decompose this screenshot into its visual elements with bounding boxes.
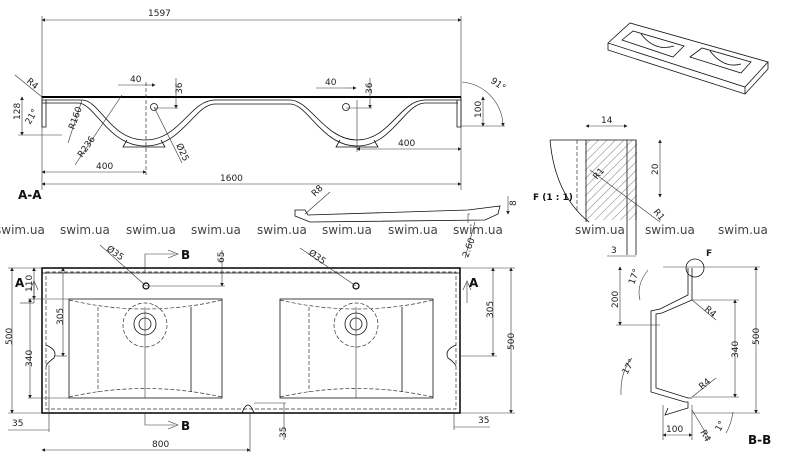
dim-r1-b: R1 [651, 208, 666, 224]
dim-500-right: 500 [507, 333, 517, 350]
dim-500-left: 500 [5, 328, 15, 345]
section-aa-label: A-A [18, 188, 42, 202]
dim-r8: R8 [310, 183, 326, 199]
dim-65: 65 [217, 252, 227, 263]
dim-1597: 1597 [148, 9, 171, 19]
edge-profile: R8 8 2.60 [294, 183, 519, 260]
left-basin [68, 282, 223, 399]
dim-340: 340 [25, 350, 35, 367]
dim-36-right: 36 [365, 82, 375, 94]
dim-1600: 1600 [220, 174, 243, 184]
section-b-marker-bottom: B [181, 419, 190, 433]
dim-20: 20 [651, 163, 661, 175]
watermark: swim.ua [322, 223, 372, 237]
dim-8: 8 [509, 200, 519, 206]
right-basin [279, 282, 434, 399]
watermark: swim.ua [718, 223, 768, 237]
dim-14: 14 [601, 116, 613, 126]
section-b-marker-top: B [181, 248, 190, 262]
watermark: swim.ua [257, 223, 307, 237]
watermark: swim.ua [453, 223, 503, 237]
watermark: swim.ua [388, 223, 438, 237]
section-bb-label: B-B [748, 433, 771, 447]
dim-500-bb: 500 [752, 328, 762, 345]
dim-angle-17-top: 17° [627, 268, 642, 286]
dim-305-left: 305 [56, 308, 66, 325]
dim-r4-mid: R4 [698, 377, 714, 393]
dim-r4-bottom: R4 [697, 429, 712, 445]
watermark: swim.ua [60, 223, 110, 237]
dim-angle-21: 21° [24, 108, 41, 127]
dim-400-right: 400 [398, 139, 415, 149]
dim-dia-35-right: Ø35 [306, 247, 328, 267]
watermark: swim.ua [645, 223, 695, 237]
section-a-marker-right: A [469, 276, 479, 290]
detail-f-label: F (1 : 1) [533, 193, 573, 203]
watermark: swim.ua [126, 223, 176, 237]
detail-f-view: 14 20 R1 R1 3 F (1 : 1) [533, 116, 666, 257]
dim-r160: R160 [67, 105, 85, 131]
dim-36-left: 36 [175, 82, 185, 94]
dim-dia-25: Ø25 [173, 142, 191, 163]
dim-angle-91: 91° [488, 76, 507, 93]
isometric-view [607, 22, 769, 95]
watermark: swim.ua [0, 223, 45, 237]
dim-angle-17-bottom: 17° [621, 358, 638, 377]
watermark-row: swim.ua swim.ua swim.ua swim.ua swim.ua … [0, 223, 768, 237]
dim-dia-35-left: Ø35 [104, 243, 126, 263]
dim-r4-top: R4 [702, 305, 718, 321]
dim-100: 100 [474, 101, 484, 118]
dim-400-left: 400 [96, 162, 113, 172]
dim-100-bb: 100 [666, 425, 683, 435]
dim-35-right: 35 [478, 416, 489, 426]
section-bb-view: F 200 340 500 100 R4 R4 R4 17° 17° 1° B-… [611, 249, 771, 447]
dim-3: 3 [611, 246, 617, 256]
watermark: swim.ua [575, 223, 625, 237]
dim-angle-1: 1° [714, 420, 728, 434]
dim-340-bb: 340 [731, 341, 741, 358]
dim-200: 200 [611, 291, 621, 308]
dim-r4: R4 [24, 77, 40, 93]
dim-35-bottom: 35 [279, 427, 289, 438]
dim-40-left: 40 [130, 75, 142, 85]
dim-40-right: 40 [325, 78, 337, 88]
section-aa-view: 1597 1600 400 400 128 21° R4 R160 R236 4… [13, 9, 507, 202]
dim-128: 128 [13, 103, 23, 120]
section-a-marker-left: A [15, 276, 25, 290]
dim-r236: R236 [76, 135, 98, 160]
detail-f-marker: F [706, 249, 712, 259]
dim-305-right: 305 [486, 301, 496, 318]
dim-2-60: 2.60 [461, 237, 477, 260]
top-view: Ø35 Ø35 65 500 110 340 305 305 500 35 35… [5, 243, 517, 452]
watermark: swim.ua [191, 223, 241, 237]
dim-800: 800 [152, 440, 169, 450]
dim-110: 110 [25, 275, 35, 292]
dim-35-left: 35 [12, 419, 23, 429]
